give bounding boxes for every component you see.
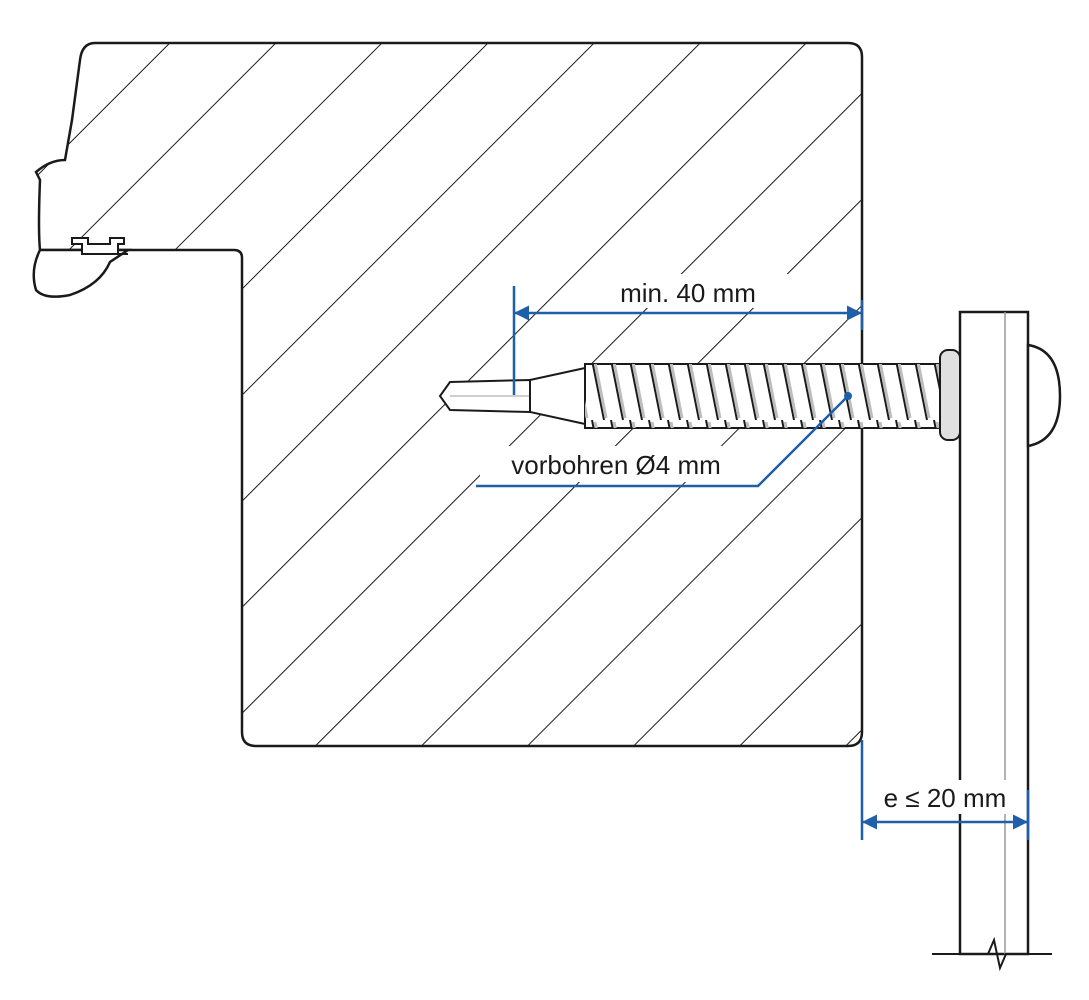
dimension-distance: e ≤ 20 mm xyxy=(860,740,1030,840)
beam-outline xyxy=(34,41,864,748)
screw-head xyxy=(1026,343,1062,448)
dimension-depth: min. 40 mm xyxy=(512,274,864,395)
predrill-callout: vorbohren Ø4 mm xyxy=(476,392,852,488)
profile-edge xyxy=(32,248,133,298)
depth-label: min. 40 mm xyxy=(620,278,756,308)
facade-board xyxy=(932,310,1052,972)
distance-label: e ≤ 20 mm xyxy=(884,783,1007,813)
screw-washer xyxy=(939,349,961,441)
predrill-label: vorbohren Ø4 mm xyxy=(511,450,721,480)
seal-groove xyxy=(71,237,128,255)
screw xyxy=(438,343,1062,448)
